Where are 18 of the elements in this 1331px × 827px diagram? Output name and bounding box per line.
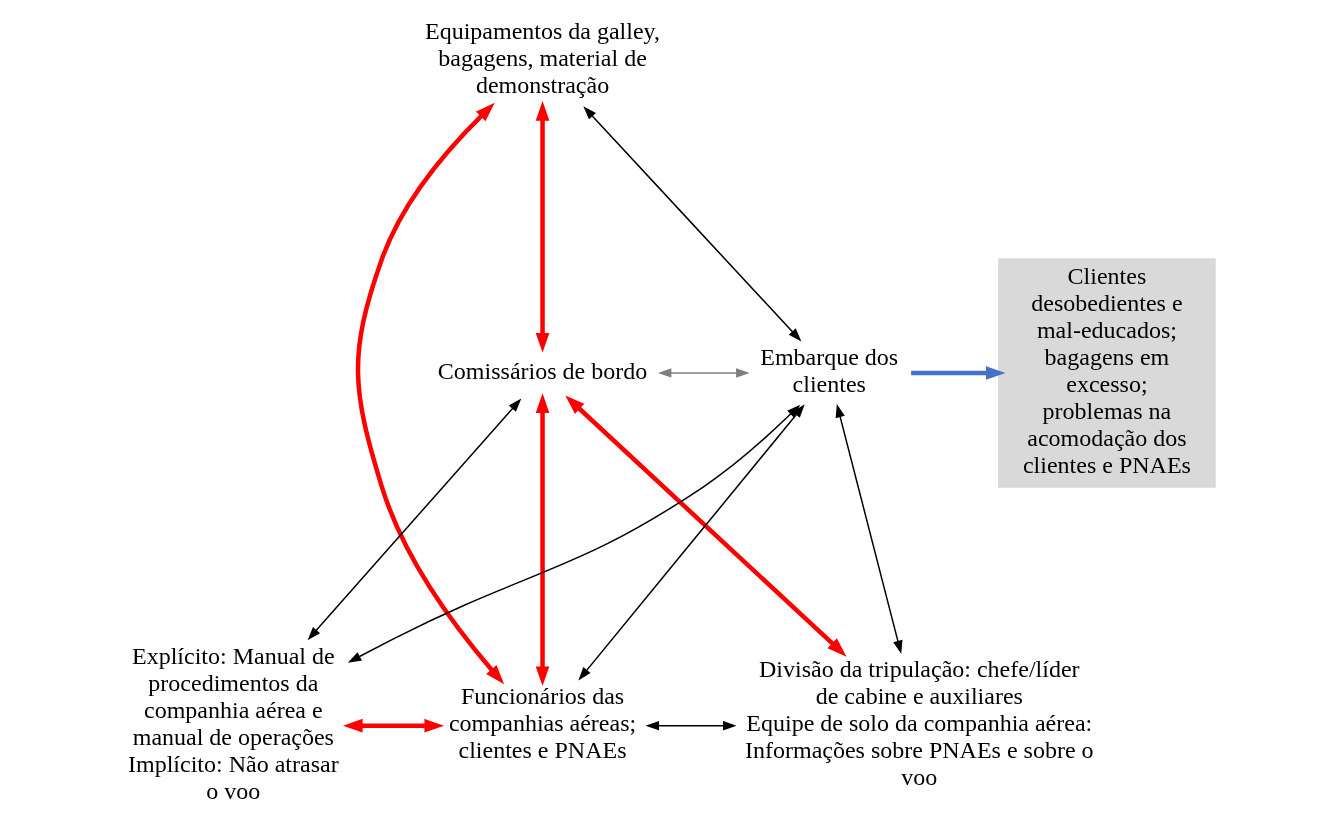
node-text: Funcionários das companhias aéreas; clientes e PNAEs <box>448 683 636 764</box>
node-text: Equipamentos da galley, bagagens, material de demonstração <box>424 18 660 99</box>
arrow <box>582 106 801 342</box>
node-text: Comissários de bordo <box>437 357 647 384</box>
node-text: Embarque dos clientes <box>759 344 898 398</box>
node-text: Divisão da tripulação: chefe/líder de cabine e auxiliares Equipe de solo da companhia aérea: Informações sobre PNAEs e sobre o voo <box>744 656 1094 791</box>
arrow <box>535 101 549 353</box>
arrow <box>835 403 902 655</box>
arrow <box>910 366 1005 380</box>
node-box: Clientes desobedientes e mal-educados; bagagens em excesso; problemas na acomodação dos clientes e PNAEs <box>997 258 1216 488</box>
arrow <box>564 395 846 657</box>
node-text: Explícito: Manual de procedimentos da companhia aérea e manual de operações Implícito: Não atrasar o voo <box>127 642 339 804</box>
arrow <box>342 718 444 733</box>
arrow <box>657 368 750 378</box>
arrow <box>535 393 549 686</box>
arrow <box>307 398 521 641</box>
arrow <box>355 102 504 685</box>
arrow <box>645 720 736 731</box>
